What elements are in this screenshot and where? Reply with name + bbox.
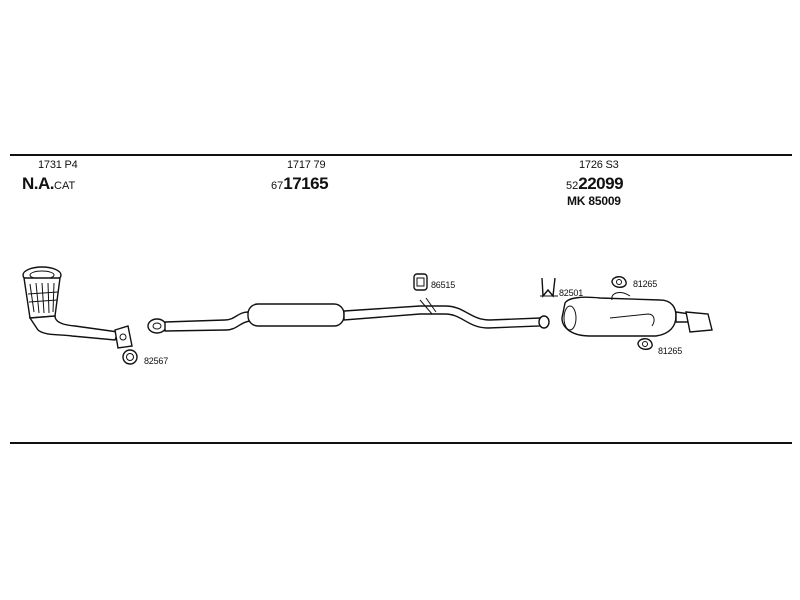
section-3-prefix: 52 [566,180,579,192]
gasket-82567-drawing [122,349,138,365]
part-label-82567: 82567 [144,356,169,366]
top-divider-line [10,154,792,156]
section-1-code: 1731 P4 [38,159,78,171]
section-3-main-bold: 22099 [578,174,624,193]
section-3-part-number: 5222099 [566,174,624,193]
part-label-82501: 82501 [559,288,584,298]
section-1-part-number: N.A.CAT [22,175,75,193]
section-1-main-suffix: CAT [54,180,76,192]
section-2-main-bold: 17165 [283,174,329,193]
section-2-part-number: 6717165 [271,174,329,193]
clamp-82501-drawing [540,277,558,298]
section-2-prefix: 67 [271,180,284,192]
ring-81265-bottom-drawing [637,338,653,350]
part-label-86515: 86515 [431,280,456,290]
catalytic-converter-drawing [22,266,133,349]
part-label-81265-top: 81265 [633,279,658,289]
section-3-code: 1726 S3 [579,159,619,171]
rear-silencer-drawing [561,292,713,337]
part-label-81265-bottom: 81265 [658,346,683,356]
middle-pipe-drawing [147,297,550,334]
ring-81265-top-drawing [611,276,627,288]
bracket-86515-drawing [413,273,428,291]
section-1-main-bold: N.A. [22,174,55,193]
section-2-code: 1717 79 [287,159,326,171]
bottom-divider-line [10,442,792,444]
section-3-mounting-kit: MK 85009 [567,194,621,208]
